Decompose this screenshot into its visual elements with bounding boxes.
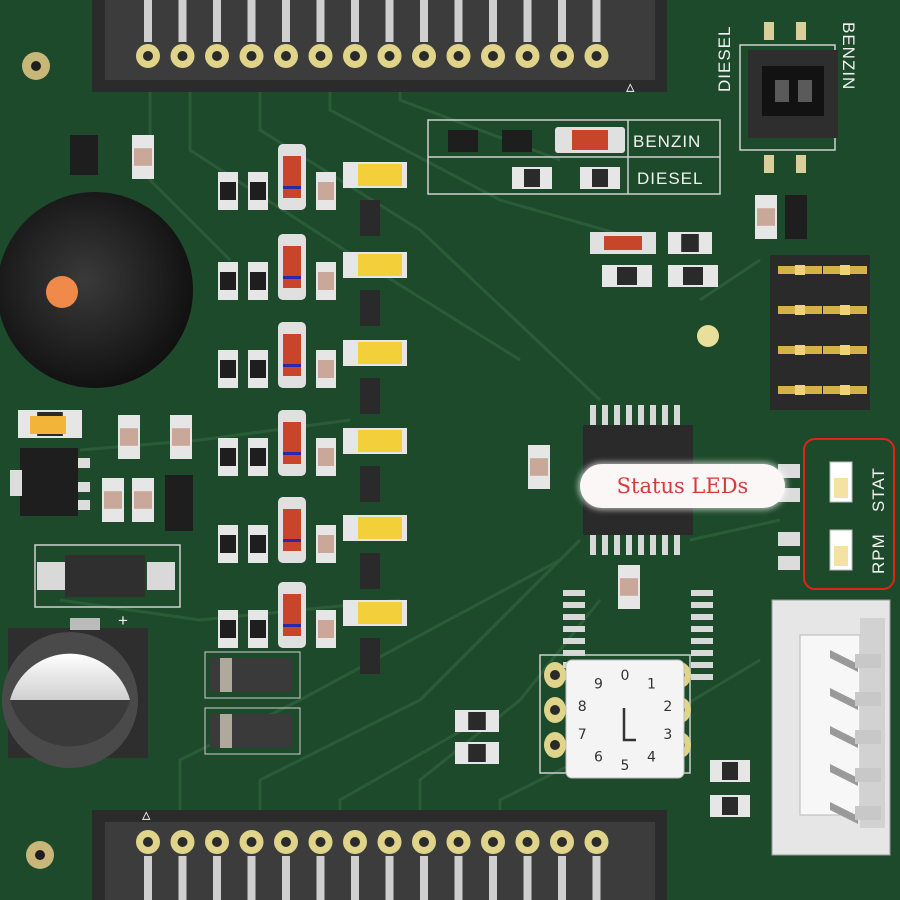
fuel-label-benzin: BENZIN <box>633 132 701 151</box>
jumper-label-benzin: BENZIN <box>839 22 858 90</box>
fuel-select-marking <box>427 119 721 195</box>
rotary-digit: 6 <box>594 749 603 765</box>
electrolytic-capacitor <box>2 618 148 768</box>
smd-diodes <box>204 651 301 755</box>
capacitor-polarity-mark: + <box>118 611 129 630</box>
rotary-digit: 0 <box>621 668 630 684</box>
bottom-pin-header <box>92 810 667 900</box>
rotary-digit: 7 <box>578 727 587 743</box>
mounting-holes <box>22 52 719 869</box>
fuse-holder <box>34 544 181 608</box>
passive-components <box>18 130 807 817</box>
rotary-digit: 8 <box>578 699 587 715</box>
jumper-label-diesel: DIESEL <box>715 26 734 92</box>
rotary-digit: 2 <box>663 699 672 715</box>
rotary-digit: 3 <box>663 727 672 743</box>
led-label-stat: STAT <box>869 467 888 512</box>
led-driver-components <box>218 144 407 674</box>
top-pin-header <box>92 0 667 92</box>
rotary-digit: 5 <box>621 758 630 774</box>
rotary-digit: 9 <box>594 677 603 693</box>
status-led-stat <box>778 461 853 503</box>
pin-header-2x4 <box>770 255 870 410</box>
rotary-digit: 1 <box>647 677 656 693</box>
buzzer <box>0 192 193 388</box>
status-leds-callout: Status LEDs <box>580 464 785 508</box>
led-label-rpm: RPM <box>869 533 888 574</box>
status-leds-highlight <box>803 438 895 590</box>
fuel-label-diesel: DIESEL <box>637 169 703 188</box>
pin1-marker-top: ▵ <box>626 77 636 96</box>
fuel-select-jumper[interactable] <box>739 22 838 173</box>
rotary-digit: 4 <box>647 749 656 765</box>
status-led-rpm <box>778 529 853 571</box>
side-connector <box>771 599 891 856</box>
voltage-regulator <box>10 448 90 516</box>
pin1-marker-bottom: ▵ <box>142 805 152 824</box>
rotary-switch[interactable]: 0 12 34 5 67 89 <box>539 654 691 779</box>
